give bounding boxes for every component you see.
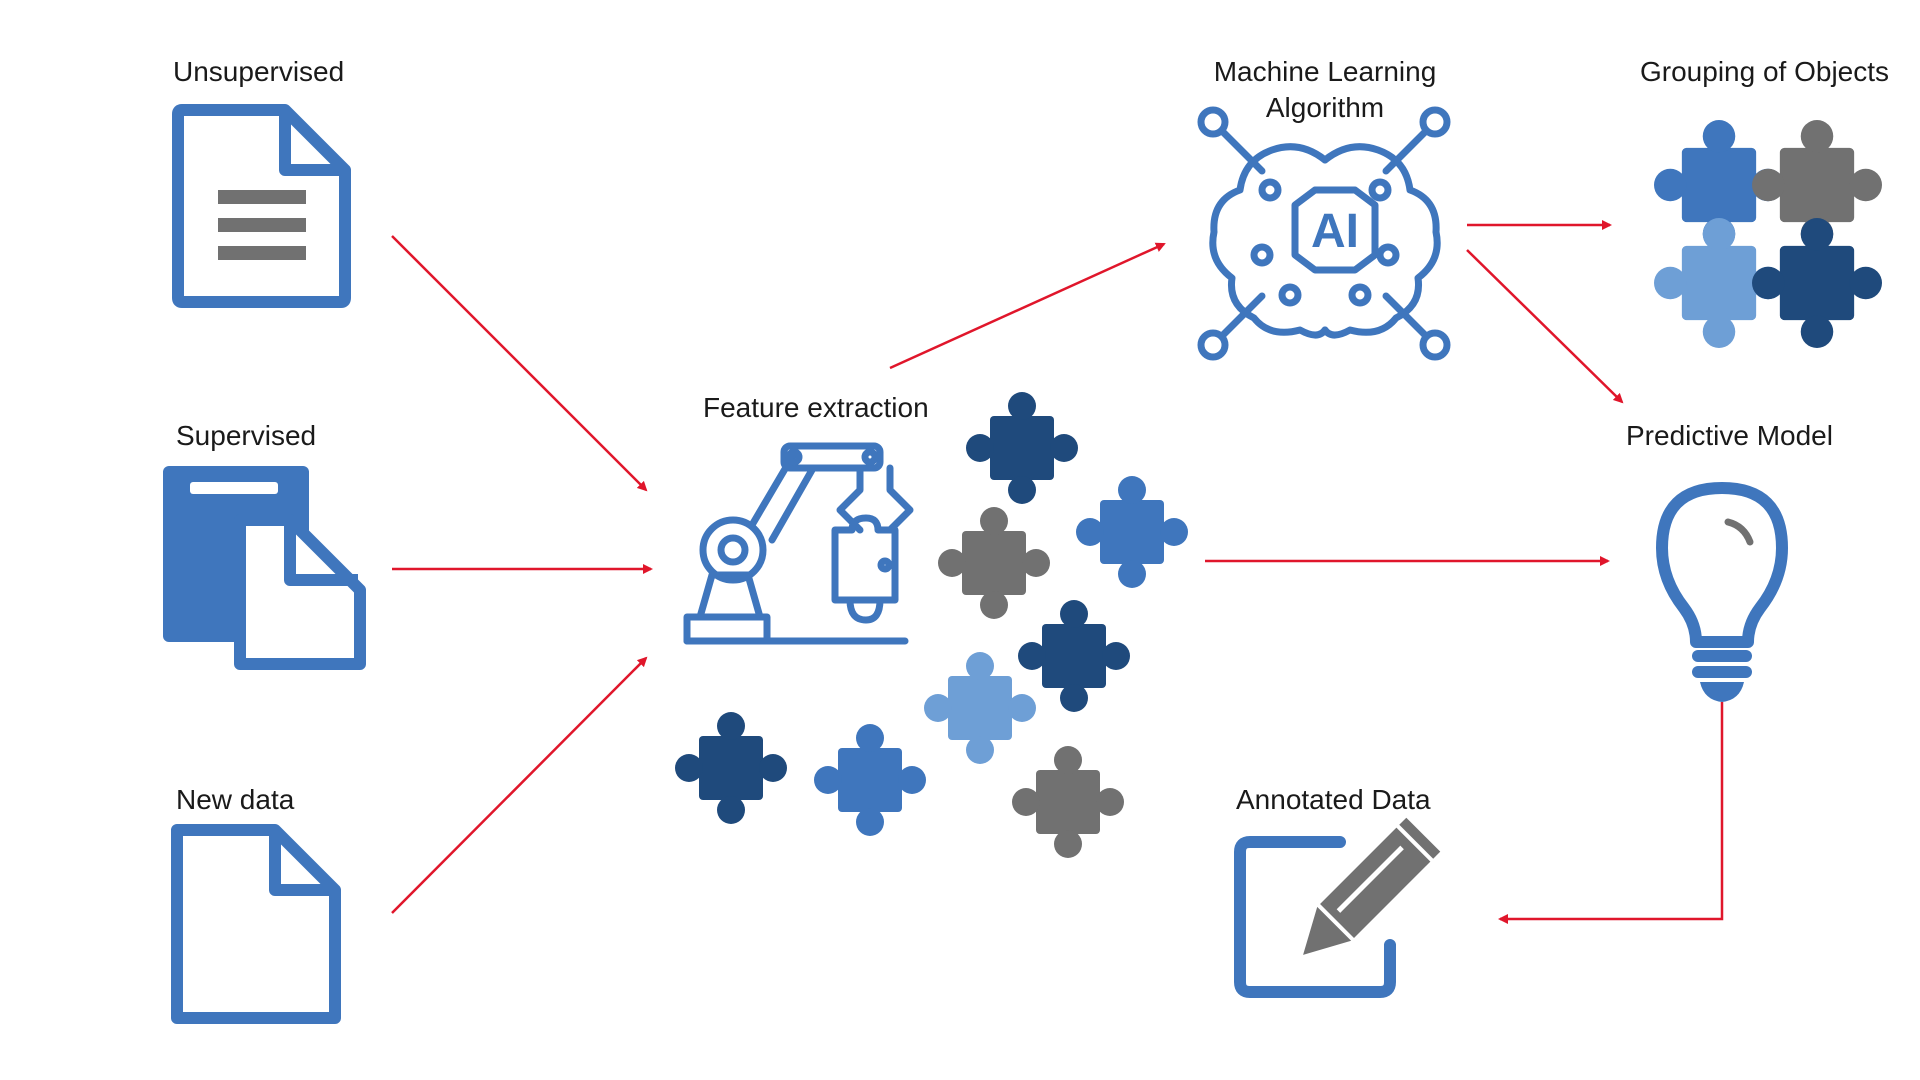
- arrow-ml-to-predictive: [1466, 249, 1624, 404]
- puzzle-piece-icon: [966, 392, 1078, 504]
- puzzle-piece-icon: [1018, 600, 1130, 712]
- edit-pencil-icon: [1234, 817, 1441, 998]
- flow-arrows: [391, 220, 1724, 924]
- puzzle-pieces-cluster: [675, 392, 1188, 858]
- puzzle-piece-icon: [814, 724, 926, 836]
- puzzle-piece-icon: [1076, 476, 1188, 588]
- label-feature-extraction: Feature extraction: [703, 392, 929, 423]
- grouping-puzzle-icon: [1654, 120, 1882, 348]
- label-supervised: Supervised: [176, 420, 317, 451]
- label-new-data: New data: [176, 784, 295, 815]
- puzzle-piece-icon: [938, 507, 1050, 619]
- arrow-feature-to-ml: [889, 242, 1166, 370]
- puzzle-piece-icon: [1012, 746, 1124, 858]
- robot-arm-icon: [683, 442, 914, 645]
- ai-brain-icon: [1197, 106, 1451, 361]
- label-ml-algorithm-line2: Algorithm: [1265, 92, 1385, 123]
- arrow-predictive-to-annotated: [1498, 702, 1724, 924]
- puzzle-piece-icon: [1752, 218, 1882, 348]
- ai-text: AI: [1311, 205, 1359, 258]
- arrow-newdata-to-feature: [391, 656, 648, 914]
- label-grouping-of-objects: Grouping of Objects: [1640, 56, 1890, 87]
- supervised-documents-icon: [163, 466, 366, 670]
- label-predictive-model: Predictive Model: [1626, 420, 1833, 451]
- arrow-unsupervised-to-feature: [391, 235, 648, 492]
- puzzle-piece-icon: [924, 652, 1036, 764]
- puzzle-piece-icon: [675, 712, 787, 824]
- lightbulb-icon: [1656, 482, 1788, 702]
- label-ml-algorithm-line1: Machine Learning: [1213, 56, 1437, 87]
- new-data-document-icon: [171, 824, 341, 1024]
- unsupervised-document-icon: [172, 104, 351, 308]
- label-annotated-data: Annotated Data: [1236, 784, 1431, 815]
- label-unsupervised: Unsupervised: [173, 56, 345, 87]
